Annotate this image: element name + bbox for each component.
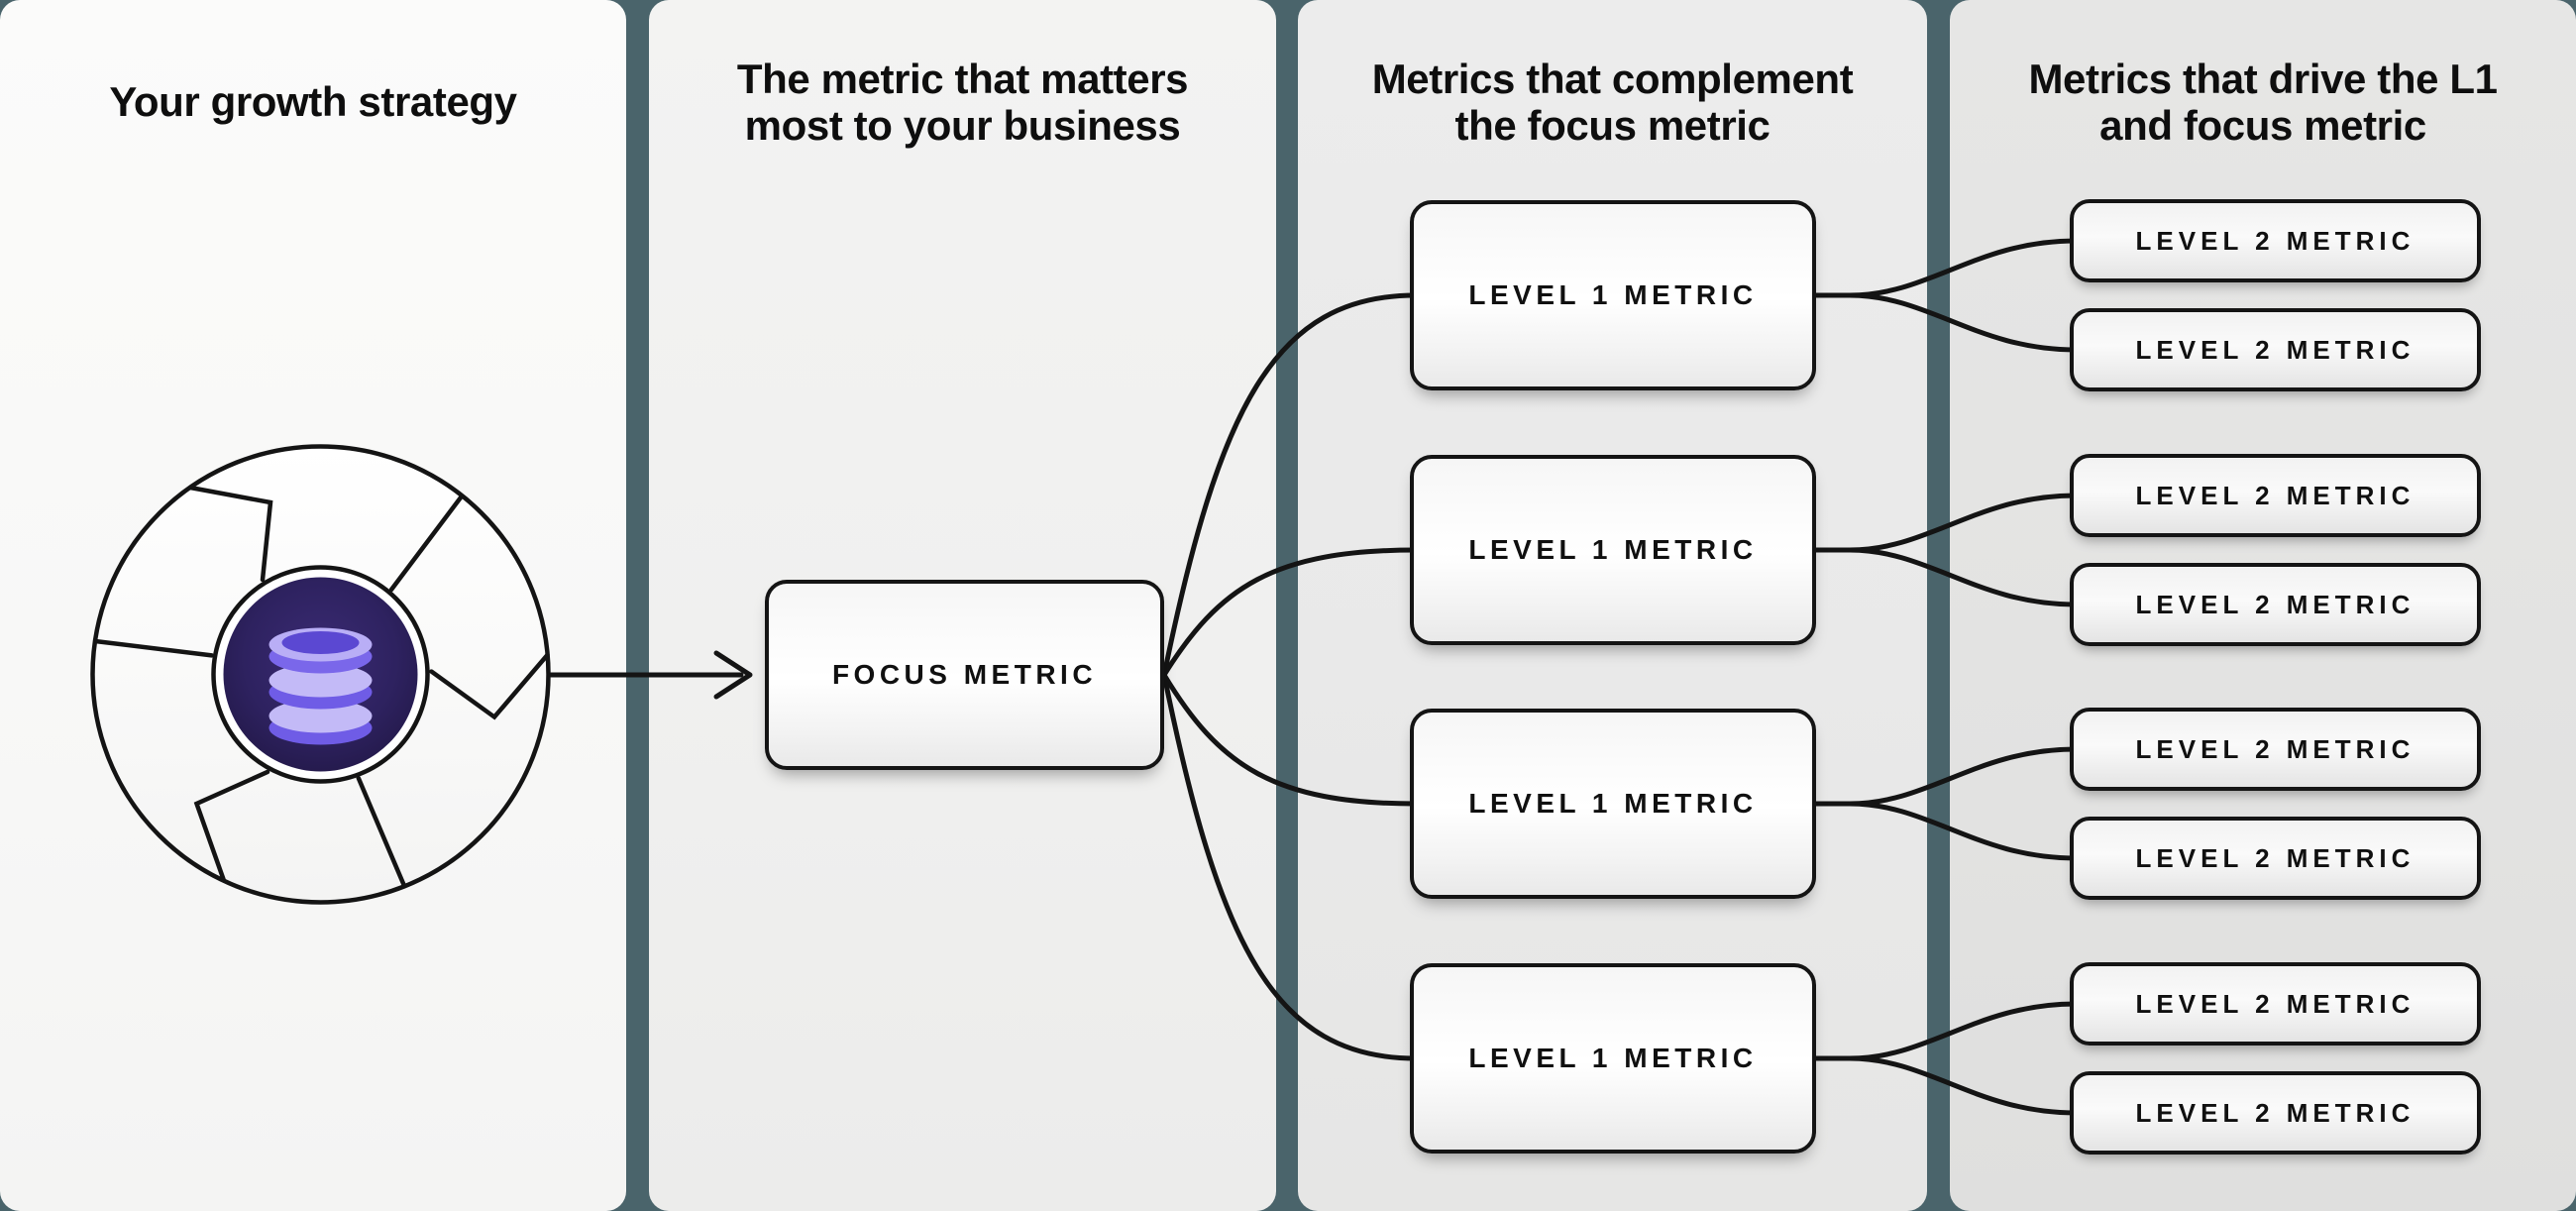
level-2-metric-node: LEVEL 2 METRIC bbox=[2070, 1071, 2481, 1155]
column-title-level-2: Metrics that drive the L1 and focus metr… bbox=[1950, 55, 2576, 149]
connector-l1-l2 bbox=[1813, 493, 2079, 553]
column-title-growth-strategy: Your growth strategy bbox=[0, 78, 626, 125]
connector-l1-l2 bbox=[1813, 1001, 2079, 1061]
column-title-level-1: Metrics that complement the focus metric bbox=[1298, 55, 1927, 149]
flywheel-blade-lines bbox=[356, 652, 550, 887]
flywheel-blade-lines bbox=[94, 638, 270, 883]
level-2-metric-node: LEVEL 2 METRIC bbox=[2070, 454, 2481, 537]
connector-focus-l1 bbox=[1161, 292, 1419, 678]
title-line: the focus metric bbox=[1454, 102, 1771, 149]
connector-l1-l2 bbox=[1813, 238, 2079, 298]
connector-l1-l2 bbox=[1847, 292, 2079, 353]
title-line: most to your business bbox=[744, 102, 1181, 149]
connector-l1-l2 bbox=[1847, 1055, 2079, 1116]
connector-focus-l1 bbox=[1161, 672, 1419, 1061]
panel-focus-metric: The metric that matters most to your bus… bbox=[649, 0, 1276, 1211]
level-2-metric-node: LEVEL 2 METRIC bbox=[2070, 199, 2481, 282]
level-1-metric-node: LEVEL 1 METRIC bbox=[1410, 963, 1816, 1154]
focus-metric-node: FOCUS METRIC bbox=[765, 580, 1164, 770]
title-line: Metrics that drive the L1 bbox=[2028, 55, 2498, 102]
connector-l1-l2 bbox=[1847, 547, 2079, 607]
title-line: Your growth strategy bbox=[109, 78, 517, 125]
arrow-head-icon bbox=[713, 650, 753, 700]
title-line: Metrics that complement bbox=[1371, 55, 1854, 102]
level-1-metric-node: LEVEL 1 METRIC bbox=[1410, 709, 1816, 899]
connector-l1-l2 bbox=[1847, 801, 2079, 861]
level-2-metric-node: LEVEL 2 METRIC bbox=[2070, 308, 2481, 391]
level-2-metric-node: LEVEL 2 METRIC bbox=[2070, 962, 2481, 1046]
connector-focus-l1 bbox=[1161, 672, 1419, 807]
connector-l1-l2 bbox=[1813, 746, 2079, 807]
title-line: and focus metric bbox=[2099, 102, 2426, 149]
title-line: The metric that matters bbox=[736, 55, 1189, 102]
level-1-metric-node: LEVEL 1 METRIC bbox=[1410, 200, 1816, 390]
database-icon bbox=[268, 627, 373, 745]
level-2-metric-node: LEVEL 2 METRIC bbox=[2070, 817, 2481, 900]
level-2-metric-node: LEVEL 2 METRIC bbox=[2070, 563, 2481, 646]
level-2-metric-node: LEVEL 2 METRIC bbox=[2070, 708, 2481, 791]
column-title-focus-metric: The metric that matters most to your bus… bbox=[649, 55, 1276, 149]
flywheel-blade-lines bbox=[187, 485, 464, 593]
connector-focus-l1 bbox=[1161, 547, 1419, 678]
level-1-metric-node: LEVEL 1 METRIC bbox=[1410, 455, 1816, 645]
flywheel-database-icon bbox=[90, 444, 551, 905]
